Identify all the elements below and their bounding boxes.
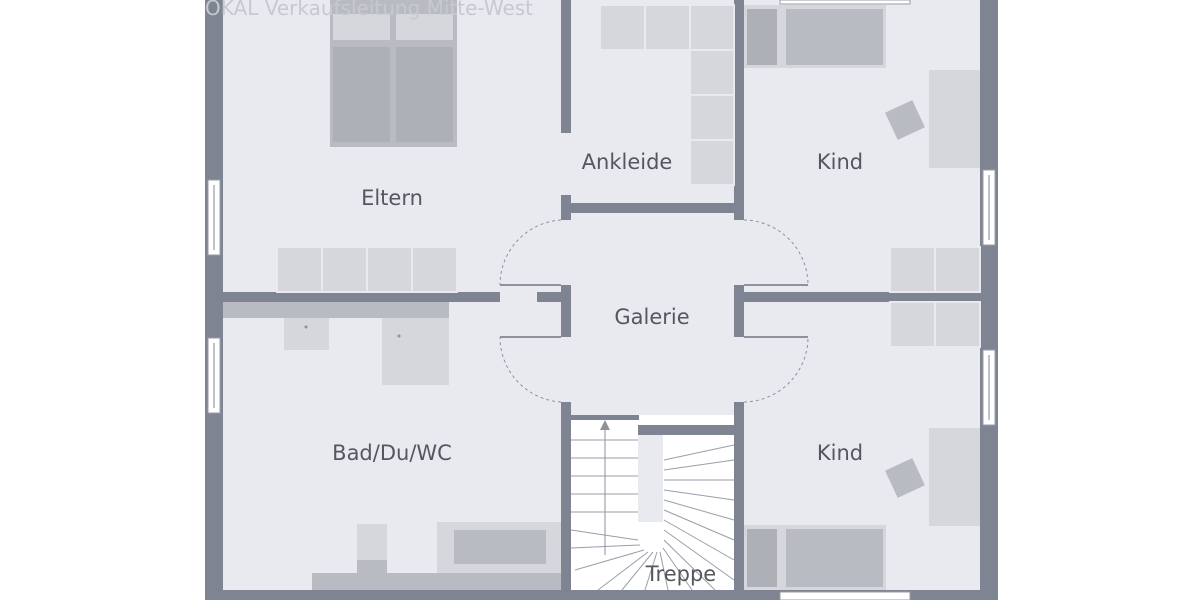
watermark: OKAL Verkaufsleitung Mitte-West (205, 0, 533, 20)
desk-kind-top (929, 70, 980, 168)
door-swings (499, 219, 809, 403)
outer-walls (205, 0, 998, 600)
shower-drain (397, 334, 401, 338)
label-treppe: Treppe (645, 562, 716, 586)
label-kind-bottom: Kind (817, 441, 863, 465)
toilet (357, 524, 387, 566)
door-leaves (500, 284, 808, 338)
bed-kind-top (744, 5, 886, 68)
bath-ledge (312, 573, 561, 590)
staircase (570, 415, 735, 591)
wardrobe-kind (889, 246, 981, 348)
chair-kind-top (885, 100, 925, 140)
desk-kind-bottom (929, 428, 980, 526)
bath-counter (223, 302, 449, 318)
chair-kind-bottom (885, 458, 925, 498)
label-kind-top: Kind (817, 150, 863, 174)
wardrobe-ankleide (599, 4, 735, 186)
label-ankleide: Ankleide (582, 150, 673, 174)
window-marks (213, 175, 990, 420)
double-bed (330, 0, 457, 147)
interior-walls (223, 0, 980, 590)
stair-arrow-icon (600, 420, 610, 430)
sink-drain (304, 325, 308, 329)
label-galerie: Galerie (614, 305, 689, 329)
wardrobe-eltern (276, 246, 458, 293)
toilet-base (357, 560, 387, 574)
shower (382, 318, 449, 385)
sink-1 (284, 318, 329, 350)
bed-kind-bottom (744, 525, 886, 590)
bathtub-inner (454, 530, 546, 564)
label-bad: Bad/Du/WC (332, 441, 452, 465)
label-eltern: Eltern (361, 186, 423, 210)
